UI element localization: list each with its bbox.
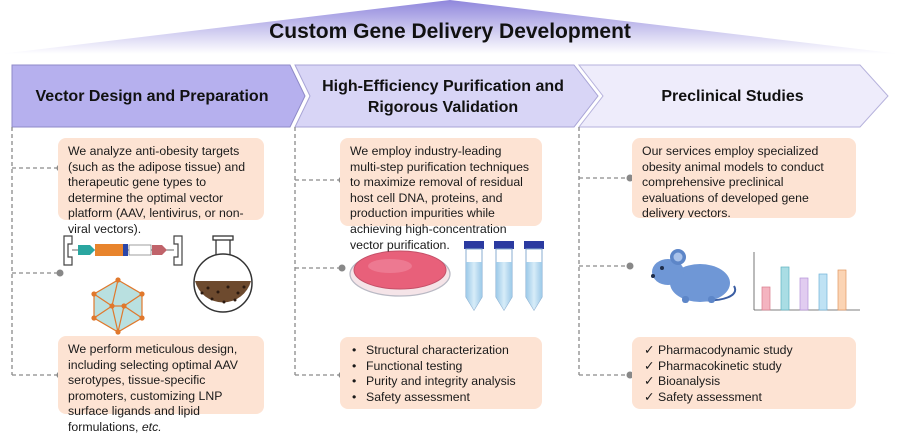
aav-capsid-icon [91,277,145,335]
list-item: • Functional testing [350,359,532,375]
step-2-title-line-1: High-Efficiency Purification and [322,78,564,95]
step-1-banner [11,64,306,128]
list-item-label: Pharmacodynamic study [658,343,793,357]
list-item: ✓Safety assessment [642,390,846,406]
petri-dish-icon [349,250,451,297]
mouse-icon [651,249,737,303]
list-item-label: Safety assessment [366,389,470,404]
roof-banner [0,0,900,54]
vector-analysis-card: We analyze anti-obesity targets (such as… [58,138,264,236]
list-item-label: Functional testing [366,358,463,373]
step-1-title-line: Vector Design and Preparation [35,88,269,105]
study-list: ✓Pharmacodynamic study ✓Pharmacokinetic … [642,343,846,405]
step-2-title: High-Efficiency Purification and Rigorou… [312,76,574,118]
step-3-title-line: Preclinical Studies [661,88,804,105]
list-item: ✓Bioanalysis [642,374,846,390]
list-item-label: Pharmacokinetic study [658,358,782,373]
step-1-title: Vector Design and Preparation [14,86,290,107]
check-icon: ✓ [644,358,655,373]
vector-design-card: We perform meticulous design, including … [58,336,264,434]
connectors [11,127,628,376]
preclinical-text: Our services employ specialized obesity … [642,144,824,221]
check-icon: ✓ [644,343,655,357]
centrifuge-tube-icon [464,241,544,311]
validation-list-card: • Structural characterization • Functional… [340,337,542,409]
preclinical-card: Our services employ specialized obesity … [632,138,856,221]
check-icon: ✓ [644,374,655,389]
list-item: ✓Pharmacodynamic study [642,343,846,359]
bullet-icon: • [352,389,357,404]
page-title: Custom Gene Delivery Development [269,20,631,43]
bullet-icon: • [352,374,357,389]
vector-design-etc: etc. [141,419,162,434]
step-2-banner [294,64,599,128]
list-item: • Purity and integrity analysis [350,374,532,390]
list-item: • Safety assessment [350,390,532,406]
step-3-title: Preclinical Studies [605,86,860,107]
vector-analysis-text: We analyze anti-obesity targets (such as… [68,144,246,236]
culture-flask-icon [193,235,253,313]
validation-list: • Structural characterization • Functional… [350,343,532,405]
study-list-card: ✓Pharmacodynamic study ✓Pharmacokinetic … [632,337,856,409]
purification-card: We employ industry-leading multi-step pu… [340,138,542,252]
plasmid-icon [63,235,183,266]
purification-text: We employ industry-leading multi-step pu… [350,144,530,252]
background-graphics [0,0,900,379]
list-item: ✓Pharmacokinetic study [642,359,846,375]
bullet-icon: • [352,343,357,357]
step-3-banner [577,64,889,128]
bullet-icon: • [352,358,357,373]
check-icon: ✓ [644,389,655,404]
step-2-title-line-2: Rigorous Validation [367,99,519,116]
list-item-label: Purity and integrity analysis [366,374,516,389]
list-item-label: Bioanalysis [658,374,721,389]
list-item-label: Safety assessment [658,389,762,404]
list-item-label: Structural characterization [366,343,509,357]
list-item: • Structural characterization [350,343,532,359]
bar-chart-icon [753,252,860,311]
